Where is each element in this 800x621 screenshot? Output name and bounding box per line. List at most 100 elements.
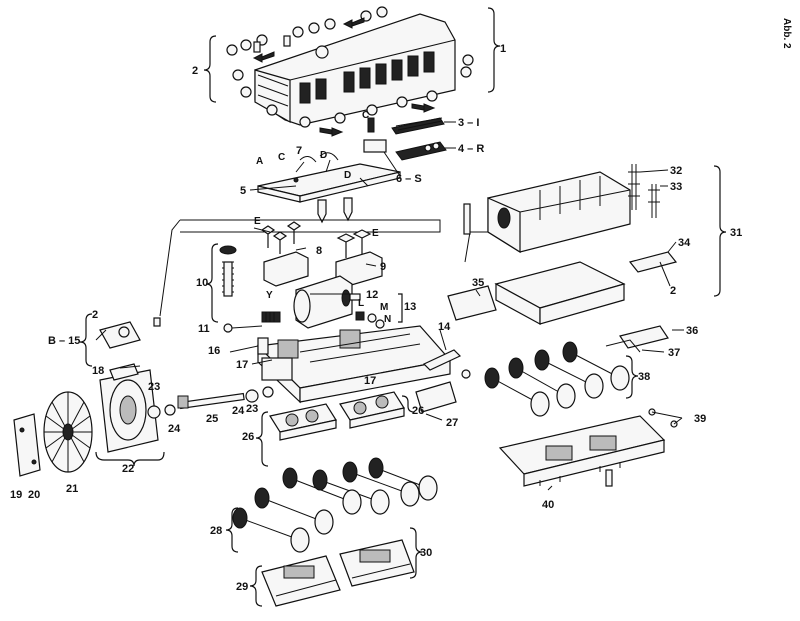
wheelsets-28 [232,457,438,553]
callout-21: 21 [66,483,78,495]
callout-25: 25 [206,413,218,425]
callout-32: 32 [670,165,682,177]
callout-24-left: 24 [168,423,181,435]
pin-14 [461,369,471,379]
wire-left [159,219,181,317]
body-detail-parts-2 [226,6,474,128]
callout-24-right: 24 [232,405,245,417]
handrails-32-33 [628,164,660,218]
callout-38: 38 [638,371,650,383]
callout-27: 27 [446,417,458,429]
tank-block-35 [494,261,626,326]
label-L: L [358,298,364,309]
light-pcb-R [395,141,447,161]
callout-2: 2 [192,65,198,77]
callout-31: 31 [730,227,742,239]
callout-labels: 1 2 3 – I 4 – R 5 6 – S 7 8 9 10 11 12 1… [10,43,742,593]
part-11 [223,323,233,333]
callout-17-right: 17 [364,375,376,387]
callout-3-I: 3 – I [458,117,479,129]
end-plate-19-20 [13,413,41,477]
lamp-parts-B-15 [99,317,161,349]
callout-23-right: 23 [246,403,258,415]
label-C-plate: C [278,152,285,163]
screws-E [260,221,372,258]
cab-body-31 [487,171,631,254]
label-C-top: C [362,110,369,121]
wheel-21-fan [43,391,93,473]
light-pcb-I [391,117,445,135]
label-D-2: D [344,170,351,181]
callout-29: 29 [236,581,248,593]
gear-block-26-right [339,391,405,429]
part-37 [605,339,641,353]
chassis-plate-5 [257,152,401,203]
label-E-1: E [254,216,261,227]
direction-arrows [252,17,436,137]
part-35 [447,285,497,321]
callout-39: 39 [694,413,706,425]
wire-harness [180,219,441,233]
callout-20: 20 [28,489,40,501]
main-frame [256,325,452,404]
callout-18: 18 [92,365,104,377]
part-27 [415,381,457,413]
callout-8: 8 [316,245,322,257]
body-window-row [299,51,435,104]
bracket-8 [263,251,309,287]
callout-4-R: 4 – R [458,143,484,155]
screw-31 [463,203,471,235]
callout-37: 37 [668,347,680,359]
bogie-30 [339,539,415,587]
loco-body-shell [254,13,456,126]
leader-lines [95,121,684,491]
callout-10: 10 [196,277,208,289]
worm-Y [261,311,281,323]
callout-B-15: B – 15 [48,335,80,347]
contact-springs-7 [317,197,353,224]
part-18 [109,363,139,381]
callout-30: 30 [420,547,432,559]
callout-40: 40 [542,499,554,511]
figure-label: Abb. 2 [781,18,792,49]
parts-LMN [355,311,385,329]
callout-1: 1 [500,43,506,55]
callout-9: 9 [380,261,386,273]
callout-26-left: 26 [242,431,254,443]
label-N: N [384,314,391,325]
motor-12 [293,275,361,329]
gear-block-26-left [269,403,337,441]
callout-19: 19 [10,489,22,501]
callout-28: 28 [210,525,222,537]
callout-26-right: 26 [412,405,424,417]
part-16 [257,337,269,355]
callout-6-S: 6 – S [396,173,422,185]
callout-33: 33 [670,181,682,193]
label-M: M [380,302,388,313]
callout-22: 22 [122,463,134,475]
label-D-1: D [320,150,327,161]
callout-12: 12 [366,289,378,301]
lever-14 [422,349,462,371]
callout-23-left: 23 [148,381,160,393]
letter-labels: A C C D D E E Y L M N [254,110,391,325]
driveshaft-25 [147,386,274,419]
bogie-29 [261,555,341,607]
callout-36: 36 [686,325,698,337]
bogie-frame-40 [498,415,666,487]
callout-34: 34 [678,237,691,249]
callout-35: 35 [472,277,484,289]
screw-C-top [367,117,375,133]
callout-5: 5 [240,185,246,197]
part-34-2 [628,251,678,273]
assembly-brackets [79,7,727,607]
callout-17-left: 17 [236,359,248,371]
wheelsets-38 [484,341,630,417]
callout-16: 16 [208,345,220,357]
callout-13: 13 [404,301,416,313]
callout-2-lamp: 2 [92,309,98,321]
spring-10 [219,245,237,297]
part-6-S [363,139,387,153]
